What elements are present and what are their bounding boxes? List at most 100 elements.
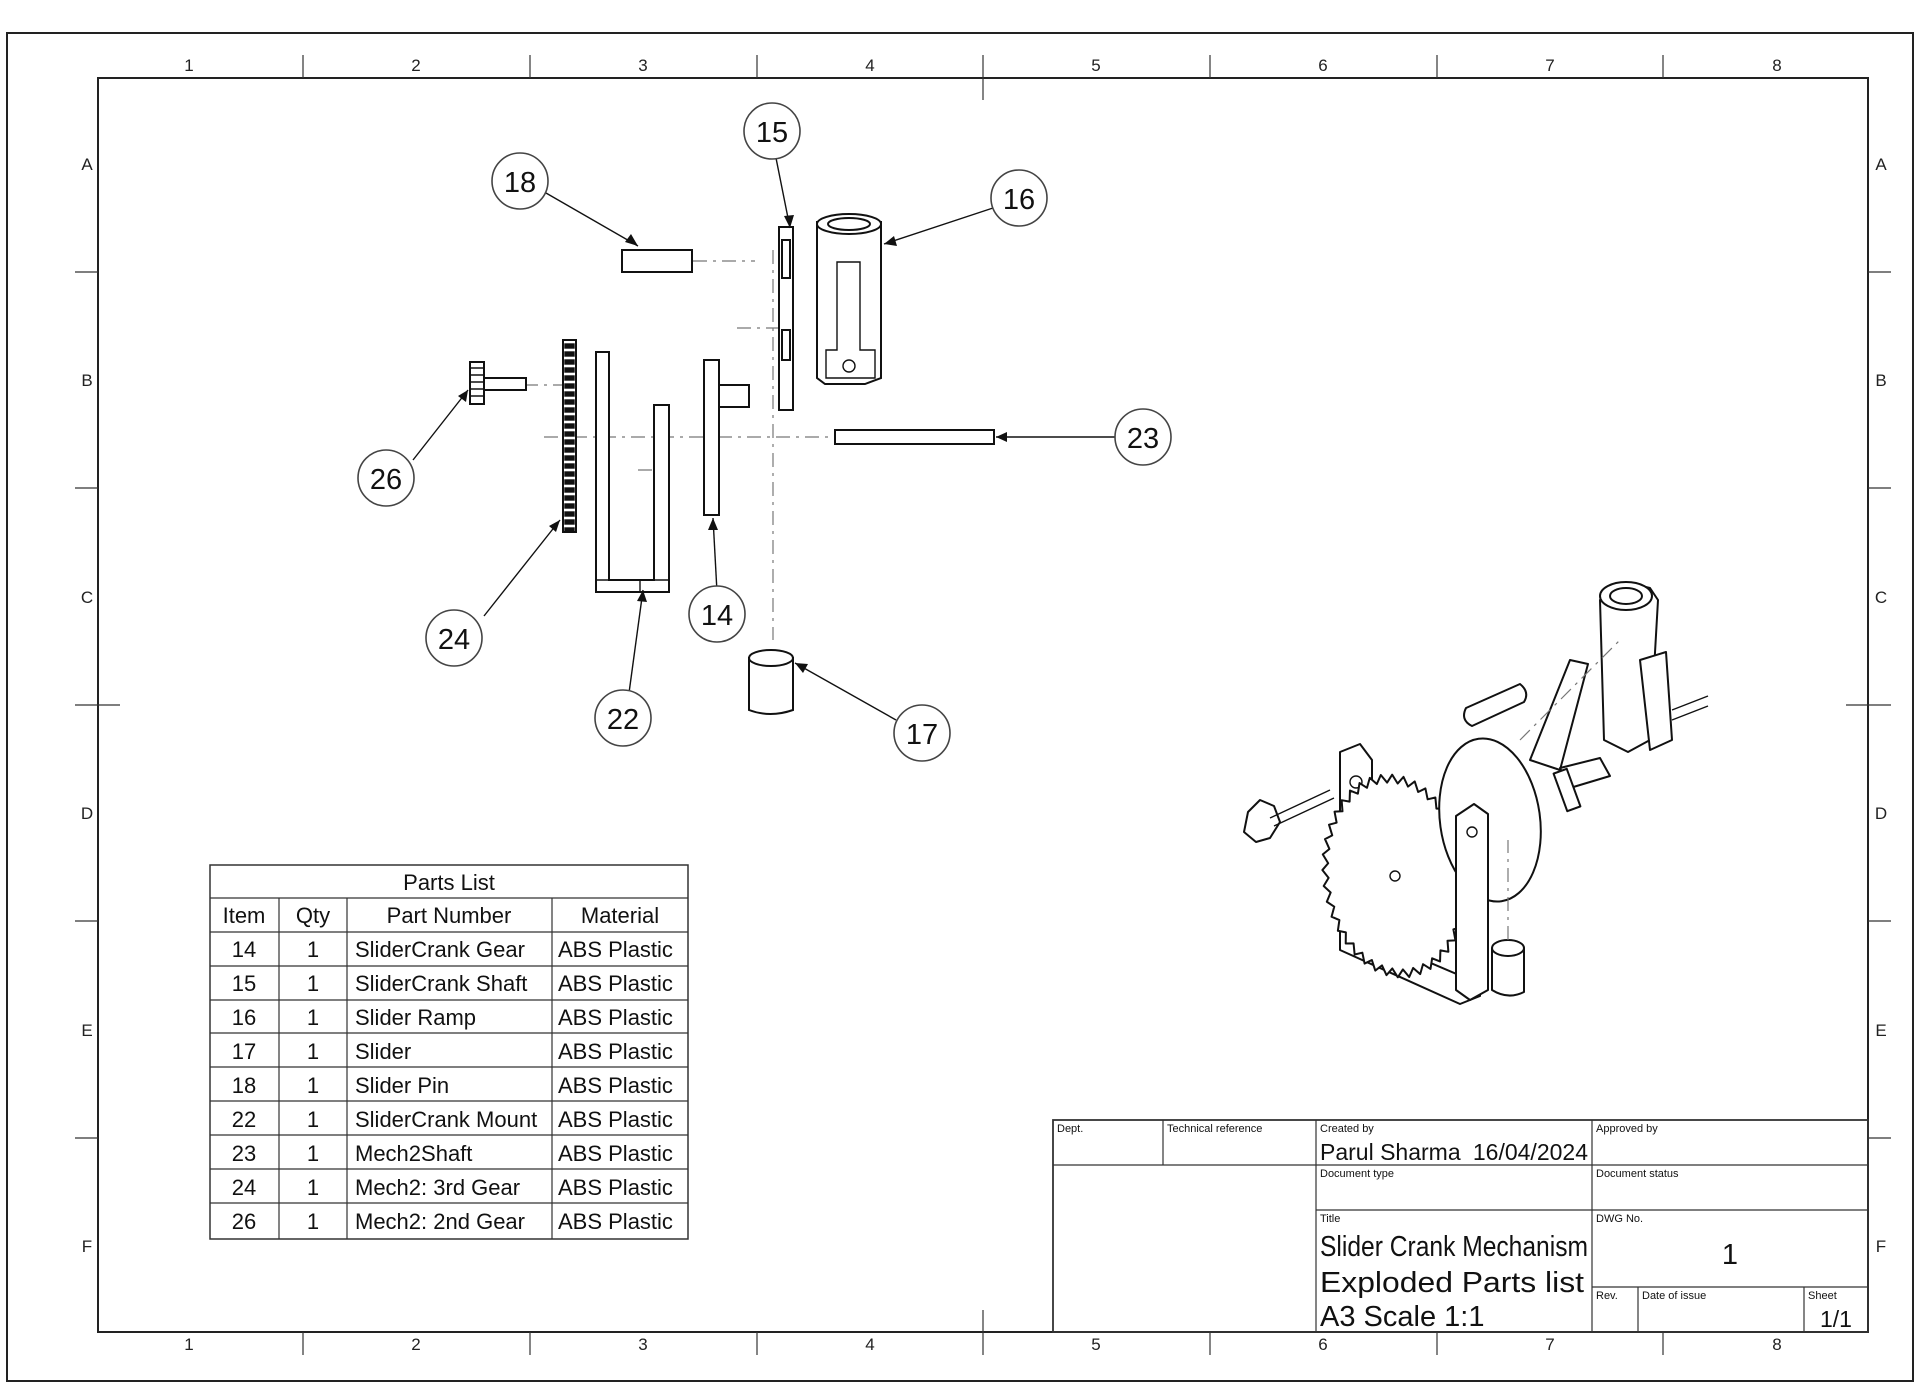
col-label: 3: [638, 56, 647, 75]
balloon-24: 24: [425, 609, 483, 667]
parts-list-cell-qty: 1: [307, 1175, 319, 1200]
col-label: 8: [1772, 1335, 1781, 1354]
sheet-label: Sheet: [1808, 1290, 1837, 1302]
parts-list-cell-part-number: SliderCrank Shaft: [355, 971, 527, 996]
part-16-slider-ramp: [816, 213, 882, 385]
col-label: 5: [1091, 56, 1100, 75]
row-label: C: [81, 588, 93, 607]
parts-list-cell-item: 14: [232, 937, 256, 962]
drawing-title-line-1: Slider Crank Mechanism: [1320, 1231, 1588, 1263]
parts-list-cell-material: ABS Plastic: [558, 1209, 673, 1234]
exploded-view: 15 18 16 23 26 14 24 22: [357, 102, 1172, 762]
row-label: E: [1875, 1021, 1886, 1040]
col-label: 1: [184, 1335, 193, 1354]
row-label: F: [82, 1237, 92, 1256]
parts-list-cell-qty: 1: [307, 1107, 319, 1132]
row-label: A: [1875, 155, 1887, 174]
part-24-mech2-3rd-gear: [562, 339, 577, 533]
col-label: 4: [865, 56, 874, 75]
sheet-value: 1/1: [1820, 1306, 1852, 1332]
drawing-title-line-2: Exploded Parts list: [1320, 1267, 1584, 1299]
balloon-15: 15: [743, 102, 801, 160]
balloon-23: 23: [1114, 408, 1172, 466]
parts-list-cell-material: ABS Plastic: [558, 1141, 673, 1166]
col-label: 5: [1091, 1335, 1100, 1354]
svg-text:22: 22: [607, 704, 639, 736]
balloon-18: 18: [491, 152, 549, 210]
zone-labels-top: 1 2 3 4 5 6 7 8: [184, 56, 1781, 75]
parts-list: Parts List Item Qty Part Number Material…: [209, 864, 689, 1240]
parts-list-cell-material: ABS Plastic: [558, 1039, 673, 1064]
parts-list-cell-item: 22: [232, 1107, 256, 1132]
document-status-label: Document status: [1596, 1168, 1679, 1180]
balloon-leaders: [412, 157, 1115, 721]
parts-list-cell-material: ABS Plastic: [558, 1005, 673, 1030]
drawing-title-line-3: A3 Scale 1:1: [1320, 1301, 1484, 1333]
col-label: 2: [411, 56, 420, 75]
parts-list-cell-qty: 1: [307, 1141, 319, 1166]
parts-list-cell-part-number: Mech2: 3rd Gear: [355, 1175, 520, 1200]
svg-text:23: 23: [1127, 423, 1159, 455]
col-label: 7: [1545, 56, 1554, 75]
parts-list-cell-item: 24: [232, 1175, 256, 1200]
balloon-17: 17: [893, 704, 951, 762]
col-label: 6: [1318, 56, 1327, 75]
row-label: E: [81, 1021, 92, 1040]
balloon-22: 22: [594, 689, 652, 747]
parts-list-header-qty: Qty: [296, 903, 330, 928]
balloon-26: 26: [357, 449, 415, 507]
parts-list-cell-part-number: Mech2Shaft: [355, 1141, 472, 1166]
document-type-label: Document type: [1320, 1168, 1394, 1180]
col-label: 8: [1772, 56, 1781, 75]
balloon-16: 16: [990, 169, 1048, 227]
dwg-no-label: DWG No.: [1596, 1213, 1643, 1225]
iso-3rd-gear: [1321, 773, 1469, 979]
col-label: 7: [1545, 1335, 1554, 1354]
created-date-value: 16/04/2024: [1473, 1139, 1588, 1165]
parts-list-cell-part-number: Slider: [355, 1039, 411, 1064]
dwg-no-value: 1: [1722, 1239, 1738, 1271]
balloon-14: 14: [688, 585, 746, 643]
outer-border: [6, 32, 1914, 1382]
parts-list-header-item: Item: [223, 903, 266, 928]
dept-label: Dept.: [1057, 1123, 1083, 1135]
col-label: 4: [865, 1335, 874, 1354]
parts-list-header-material: Material: [581, 903, 659, 928]
svg-text:17: 17: [906, 719, 938, 751]
parts-list-cell-item: 23: [232, 1141, 256, 1166]
col-label: 1: [184, 56, 193, 75]
title-label: Title: [1320, 1213, 1340, 1225]
parts-list-cell-qty: 1: [307, 1209, 319, 1234]
parts-list-cell-item: 26: [232, 1209, 256, 1234]
title-block: Dept. Technical reference Created by Par…: [1052, 1119, 1869, 1333]
svg-text:14: 14: [701, 600, 733, 632]
parts-list-header-part-number: Part Number: [387, 903, 512, 928]
svg-text:18: 18: [504, 167, 536, 199]
zone-labels-right: A B C D E F: [1875, 155, 1887, 1256]
parts-list-cell-part-number: Slider Ramp: [355, 1005, 476, 1030]
row-label: D: [81, 804, 93, 823]
approved-by-label: Approved by: [1596, 1123, 1658, 1135]
parts-list-cell-qty: 1: [307, 971, 319, 996]
col-label: 3: [638, 1335, 647, 1354]
technical-reference-label: Technical reference: [1167, 1123, 1262, 1135]
svg-text:16: 16: [1003, 184, 1035, 216]
row-label: C: [1875, 588, 1887, 607]
zone-ticks: [75, 55, 1891, 1355]
leader-arrowheads: [458, 215, 1007, 673]
part-18-slider-pin: [621, 249, 693, 273]
svg-text:26: 26: [370, 464, 402, 496]
parts-list-cell-part-number: SliderCrank Gear: [355, 937, 525, 962]
part-17-slider: [748, 649, 794, 715]
parts-list-cell-item: 16: [232, 1005, 256, 1030]
parts-list-cell-qty: 1: [307, 1039, 319, 1064]
svg-text:15: 15: [756, 117, 788, 149]
row-label: A: [81, 155, 93, 174]
parts-list-cell-qty: 1: [307, 1073, 319, 1098]
parts-list-cell-qty: 1: [307, 937, 319, 962]
iso-2nd-gear: [1243, 789, 1335, 843]
parts-list-cell-item: 18: [232, 1073, 256, 1098]
created-by-value: Parul Sharma: [1320, 1139, 1461, 1165]
